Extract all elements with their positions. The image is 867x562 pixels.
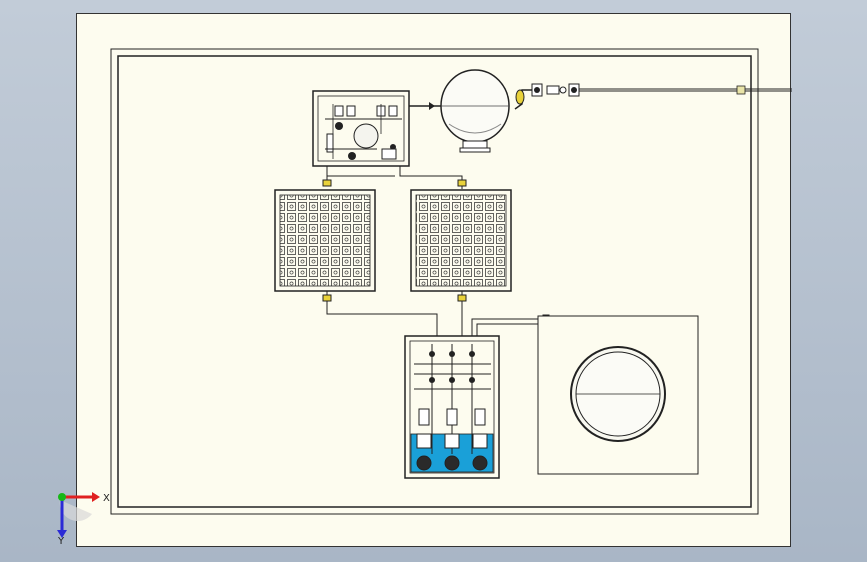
y-axis-arrowhead <box>57 530 67 538</box>
main-supply-pipe[interactable] <box>577 85 792 95</box>
outer-frame-border <box>110 48 759 515</box>
x-axis-label: X <box>103 493 110 504</box>
treatment-room[interactable] <box>312 90 410 167</box>
pressure-tank[interactable] <box>440 69 510 153</box>
z-axis-indicator <box>58 493 66 501</box>
drawing-sheet[interactable] <box>76 13 792 547</box>
pump-2 <box>444 455 460 471</box>
flow-arrow <box>429 102 435 110</box>
x-axis-arrowhead <box>92 492 100 502</box>
filter-module-right[interactable] <box>410 189 512 292</box>
supply-valve-group[interactable] <box>531 83 580 97</box>
storage-tank-room[interactable] <box>537 315 699 475</box>
drawing-canvas <box>110 48 792 515</box>
distribution-pipes-top <box>322 166 467 189</box>
pump-room[interactable] <box>404 335 500 479</box>
pump-3 <box>472 455 488 471</box>
yellow-fitting <box>515 89 525 105</box>
y-axis-label: Y <box>57 536 65 546</box>
inner-frame-border <box>117 55 752 508</box>
pump-1 <box>416 455 432 471</box>
coordinate-triad: X Y <box>57 492 110 546</box>
filter-module-left[interactable] <box>274 189 376 292</box>
